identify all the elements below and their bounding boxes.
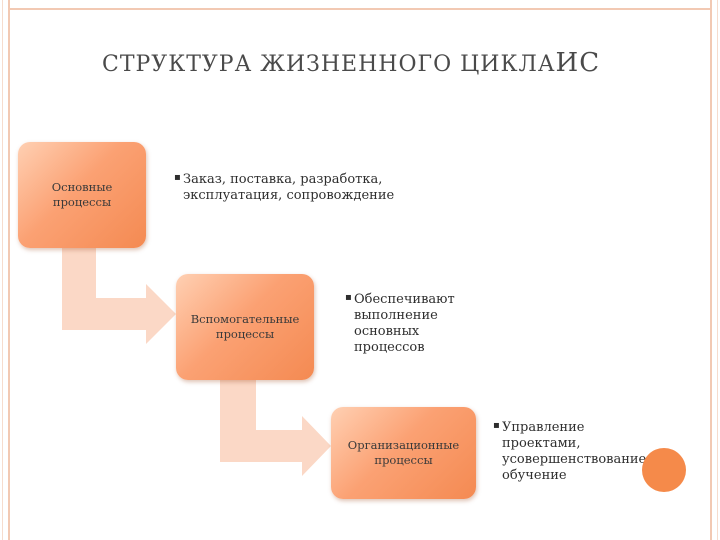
step-label: Организационные процессы (347, 438, 460, 467)
page-title: СТРУКТУРА ЖИЗНЕННОГО ЦИКЛАИС (102, 48, 600, 78)
description-text: Обеспечивают выполнение основных процесс… (354, 292, 455, 355)
step-description-3: ▪ Управление проектами, усовершенствован… (493, 420, 650, 484)
description-text: Управление проектами, усовершенствование… (502, 420, 651, 483)
step-description-2: ▪ Обеспечивают выполнение основных проце… (345, 292, 479, 356)
step-description-1: ▪ Заказ, поставка, разработка, эксплуата… (174, 172, 413, 204)
frame-line (710, 0, 712, 540)
title-part-1: СТРУКТУРА ЖИЗНЕННОГО ЦИКЛА (102, 52, 556, 77)
bullet-icon: ▪ (493, 420, 500, 431)
title-part-2: ИС (555, 48, 601, 78)
frame-line (2, 0, 3, 540)
step-label: Основные процессы (51, 180, 113, 209)
step-box-organizational-processes: Организационные процессы (331, 407, 476, 499)
frame-line (8, 8, 712, 10)
bullet-icon: ▪ (174, 172, 181, 183)
frame-line (8, 0, 10, 540)
step-box-support-processes: Вспомогательные процессы (176, 274, 314, 380)
decorative-circle (642, 448, 686, 492)
frame-line (717, 0, 718, 540)
step-label: Вспомогательные процессы (190, 312, 300, 341)
connector-arrow-1 (62, 248, 176, 344)
description-text: Заказ, поставка, разработка, эксплуатаци… (183, 172, 395, 203)
connector-arrow-2 (220, 380, 331, 476)
step-box-main-processes: Основные процессы (18, 142, 146, 248)
bullet-icon: ▪ (345, 292, 352, 303)
